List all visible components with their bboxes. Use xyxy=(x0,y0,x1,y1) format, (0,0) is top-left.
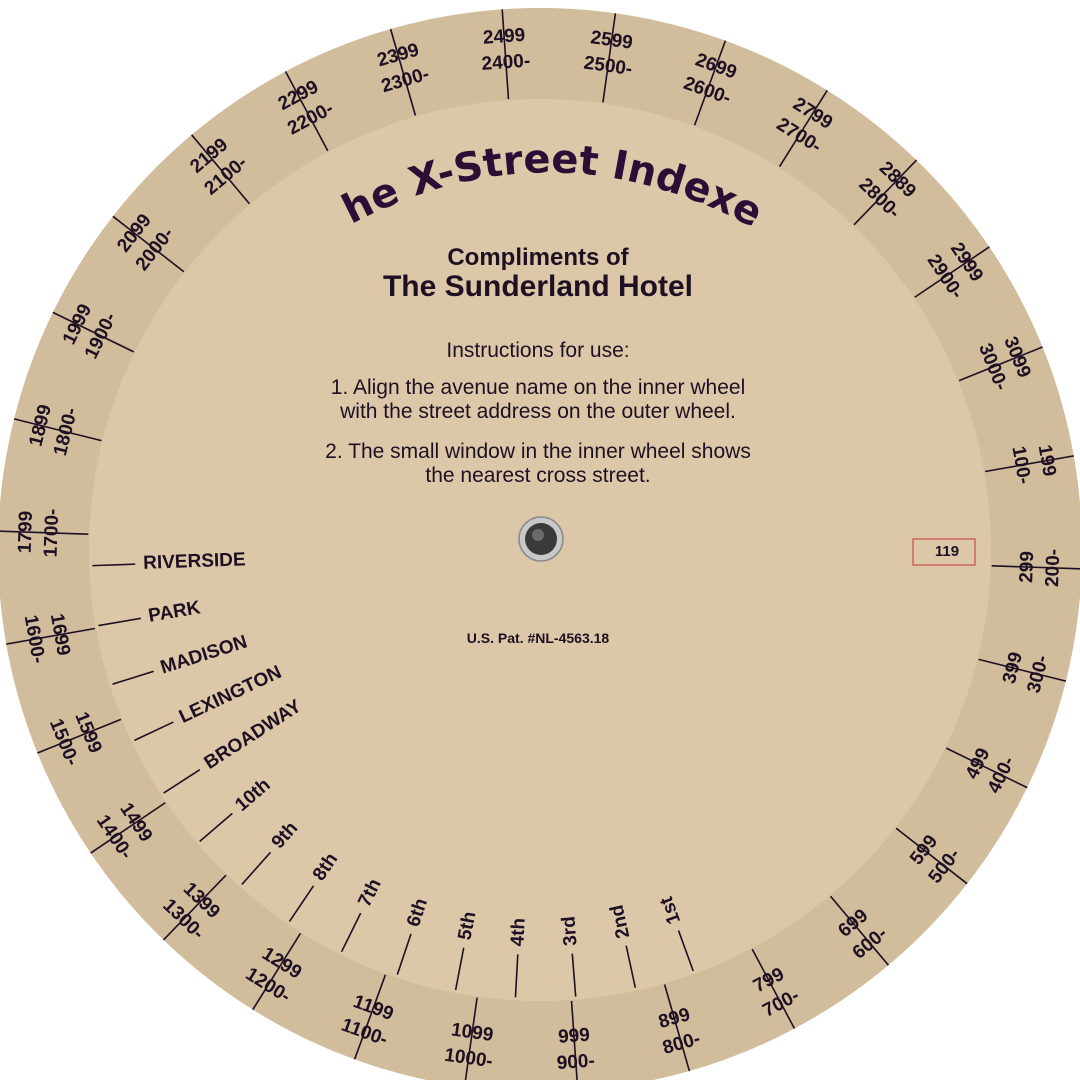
range-tick xyxy=(353,974,387,1060)
cross-street-window: 119 xyxy=(912,538,976,566)
range-start-label: 1700- xyxy=(40,508,63,557)
range-tick xyxy=(90,802,166,854)
avenue-marker xyxy=(163,769,201,794)
range-tick xyxy=(602,13,617,103)
range-tick xyxy=(501,9,510,100)
range-end-label: 2499 xyxy=(482,25,526,49)
range-tick xyxy=(0,530,89,536)
instruction-step-1-line-1: 1. Align the avenue name on the inner wh… xyxy=(331,376,745,399)
compliments-text: Compliments of xyxy=(447,244,629,271)
avenue-marker xyxy=(199,812,233,842)
avenue-marker xyxy=(134,721,174,742)
avenue-label: RIVERSIDE xyxy=(143,549,246,574)
range-tick xyxy=(52,311,135,353)
range-tick xyxy=(693,40,727,126)
range-tick xyxy=(984,455,1074,473)
avenue-marker xyxy=(677,930,694,972)
range-tick xyxy=(829,895,890,966)
range-tick xyxy=(663,984,691,1072)
range-tick xyxy=(914,246,990,298)
range-start-label: 900- xyxy=(556,1050,595,1074)
range-end-label: 1799 xyxy=(15,511,37,554)
range-tick xyxy=(13,418,102,442)
instructions-heading: Instructions for use: xyxy=(446,339,629,362)
range-start-label: 200- xyxy=(1042,549,1064,588)
instruction-step-1-line-2: with the street address on the outer whe… xyxy=(339,400,736,423)
range-tick xyxy=(853,159,918,226)
center-pivot[interactable] xyxy=(518,516,564,562)
range-tick xyxy=(991,564,1080,570)
avenue-marker xyxy=(98,617,141,627)
range-tick xyxy=(958,346,1043,382)
range-tick xyxy=(190,134,251,205)
cross-street-window-value: 119 xyxy=(935,543,959,560)
range-tick xyxy=(978,658,1067,682)
avenue-marker xyxy=(241,851,272,885)
range-tick xyxy=(284,71,329,152)
avenue-label: 3rd xyxy=(558,915,581,946)
range-tick xyxy=(778,89,828,168)
avenue-marker xyxy=(514,954,519,998)
avenue-marker xyxy=(396,933,412,975)
range-end-label: 999 xyxy=(557,1025,590,1048)
patent-number: U.S. Pat. #NL-4563.18 xyxy=(467,630,610,646)
instruction-step-2-line-1: 2. The small window in the inner wheel s… xyxy=(325,440,751,463)
avenue-marker xyxy=(112,670,154,685)
range-tick xyxy=(464,997,478,1080)
range-tick xyxy=(389,28,417,116)
range-tick xyxy=(570,1000,578,1080)
avenue-marker xyxy=(454,947,465,991)
range-tick-group xyxy=(0,9,1080,1080)
range-tick xyxy=(6,627,96,645)
range-tick xyxy=(751,948,796,1029)
range-tick xyxy=(162,874,227,941)
avenue-marker xyxy=(92,563,136,567)
avenue-label: 4th xyxy=(507,917,530,947)
range-tick xyxy=(112,215,185,273)
hotel-name: The Sunderland Hotel xyxy=(383,270,693,303)
range-tick xyxy=(895,827,968,885)
avenue-marker xyxy=(288,885,315,922)
avenue-marker xyxy=(625,945,637,988)
avenue-marker xyxy=(340,912,362,953)
range-start-label: 2400- xyxy=(481,51,531,75)
range-tick xyxy=(37,718,122,754)
avenue-marker xyxy=(571,953,577,997)
range-end-label: 299 xyxy=(1016,551,1038,583)
range-tick xyxy=(252,932,302,1011)
instruction-step-2-line-2: the nearest cross street. xyxy=(425,464,650,487)
range-tick xyxy=(945,747,1028,789)
